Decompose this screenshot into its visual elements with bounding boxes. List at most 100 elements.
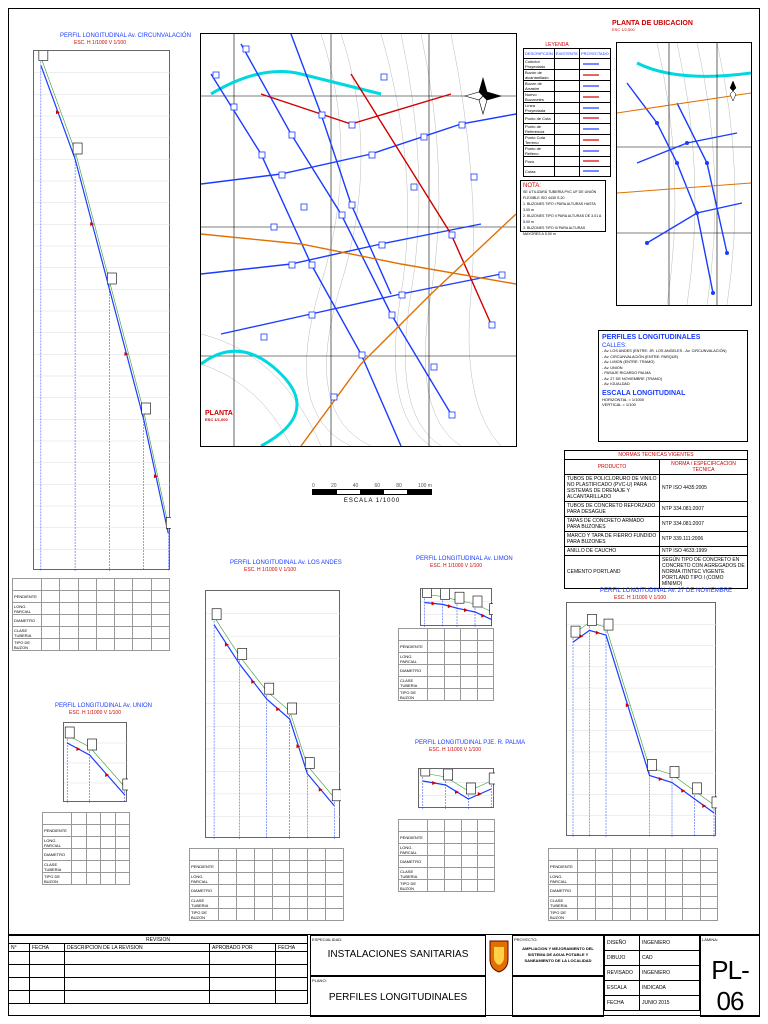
plan-manhole — [308, 311, 316, 319]
profile-row-label: PENDIENTE — [12, 590, 42, 603]
street-item: - Av. LIMON (ENTRE: TRAMO) — [602, 360, 655, 364]
field-value: CAD — [639, 950, 700, 966]
profile-title-text: PERFIL LONGITUDINAL PJE. R. PALMA — [415, 740, 526, 746]
profiles-info-box: PERFILES LONGITUDINALES CALLES: - Av. LO… — [598, 330, 748, 442]
project-label: PROYECTO: — [514, 937, 538, 942]
field-label: FECHA — [604, 995, 640, 1011]
norms-cell: TUBOS DE CONCRETO REFORZADO PARA DESAGUE — [564, 501, 660, 517]
flow-arrow — [702, 803, 707, 808]
norms-cell: MARCO Y TAPA DE FIERRO FUNDIDO PARA BUZO… — [564, 531, 660, 547]
plan-pipe — [201, 233, 516, 285]
revision-col: N° — [8, 943, 30, 952]
manhole-tag — [603, 618, 614, 631]
flow-arrow — [76, 747, 81, 751]
ground-line — [422, 772, 492, 792]
drawing-sheet — [8, 8, 760, 1016]
plan-manhole — [410, 183, 418, 191]
manhole-tag — [165, 517, 176, 529]
flow-arrow — [276, 707, 281, 712]
legend-row-label: Buzón de Arrastre — [523, 80, 555, 92]
plan-label-block: PLANTA ESC 1/1,000 — [205, 410, 233, 422]
norms-cell: NTP ISO 4633:1999 — [659, 546, 748, 556]
profile-row-label: TIPO DE BUZON — [398, 879, 428, 892]
flow-arrow — [455, 790, 459, 794]
manhole-tag — [87, 738, 97, 751]
manhole-tag — [669, 766, 680, 778]
plan-manhole — [368, 151, 376, 159]
field-value: INDICADA — [639, 980, 700, 996]
scale-tick: 0 — [312, 483, 315, 489]
flow-arrow — [296, 744, 301, 749]
manhole-tag — [488, 772, 499, 785]
profile-row-label: LONG. PARCIAL — [42, 836, 72, 849]
legend-header: DESCRIPCION — [523, 48, 555, 59]
legend-row: Buzón de Arrastre — [523, 80, 611, 92]
plan-pipe — [201, 223, 482, 275]
legend-symbol-projected — [579, 166, 611, 177]
ground-line — [40, 57, 169, 526]
profile-chart-drawing — [567, 614, 722, 837]
norms-table: NORMAS TECNICAS VIGENTES PRODUCTO NORMA … — [564, 450, 748, 589]
manhole-tag — [440, 588, 450, 600]
profile-row-label: LONG. PARCIAL — [398, 843, 428, 856]
norms-cell: SEGÚN TIPO DE CONCRETO EN CONCRETO CON A… — [659, 555, 748, 589]
legend-row: Colector Proyectado — [523, 58, 611, 70]
sheet-label: LÁMINA: — [702, 937, 719, 942]
profile-row-label: LONG. PARCIAL — [398, 652, 428, 665]
plan-manhole — [388, 311, 396, 319]
profile-scale-text: ESC. H 1/1000 V 1/100 — [614, 595, 666, 601]
manhole-tag — [287, 702, 297, 715]
owner-cell — [512, 976, 604, 1017]
manhole-tag — [141, 402, 151, 415]
legend-symbol-existing — [553, 80, 581, 92]
profile-scale-text: ESC. H 1/1000 V 1/100 — [74, 40, 126, 46]
profile-row-label: CLASE TUBERIA — [12, 626, 42, 639]
flow-arrow — [318, 787, 323, 792]
profile-row-label: DIAMETRO — [398, 664, 428, 677]
scale-title: ESCALA LONGITUDINAL — [602, 389, 686, 397]
plan-manhole — [348, 201, 356, 209]
plan-manhole — [338, 211, 346, 219]
scale-horizontal: HORIZONTAL = 1/1000 — [602, 396, 645, 402]
plan-manhole — [470, 173, 478, 181]
legend-row-label: Punto de Referencia — [523, 123, 555, 135]
scale-tick: 100 m — [418, 483, 432, 489]
flow-arrow — [579, 634, 584, 639]
manhole-tag — [211, 608, 222, 621]
street-item: - Av. 27 DE NOVIEMBRE (TRAMO) — [602, 376, 662, 381]
profile-row-label: PENDIENTE — [398, 831, 428, 844]
flow-arrow — [251, 679, 256, 684]
profile-row-label: PENDIENTE — [548, 860, 578, 873]
norms-cell: NTP ISO 4435:2005 — [659, 474, 748, 502]
plan-manhole — [258, 151, 266, 159]
manhole-tag — [38, 49, 49, 61]
street-item: - Av. LOS ANDES (ENTRE: JR. LOS ANGELES … — [602, 349, 727, 353]
legend-header: PROYECTADO — [579, 48, 611, 59]
revision-col: APROBADO POR — [208, 943, 277, 952]
profile-title-text: PERFIL LONGITUDINAL Av. LOS ANDES — [230, 560, 342, 566]
plan-manhole — [498, 271, 506, 279]
profile-row-label: TIPO DE BUZON — [12, 638, 42, 651]
profile-row-label: PENDIENTE — [42, 824, 72, 837]
manhole-tag — [647, 759, 657, 771]
legend-row-label: Colector Proyectado — [523, 58, 555, 70]
manhole-tag — [692, 782, 702, 795]
plan-pipe — [220, 273, 502, 335]
legend-symbol-existing — [553, 166, 581, 177]
legend-title: LEYENDA — [545, 42, 569, 48]
scale-bar: 0 20 40 60 80 100 m ESCALA 1/1000 — [312, 483, 432, 504]
legend-symbol-projected — [579, 102, 611, 114]
legend-symbol-projected — [579, 134, 611, 146]
flow-arrow — [431, 601, 436, 606]
legend-symbol-projected — [579, 145, 611, 157]
flow-arrow — [105, 773, 110, 777]
streets-label: CALLES: — [602, 343, 627, 349]
norms-cell: NTP 334.081:2007 — [659, 501, 748, 517]
